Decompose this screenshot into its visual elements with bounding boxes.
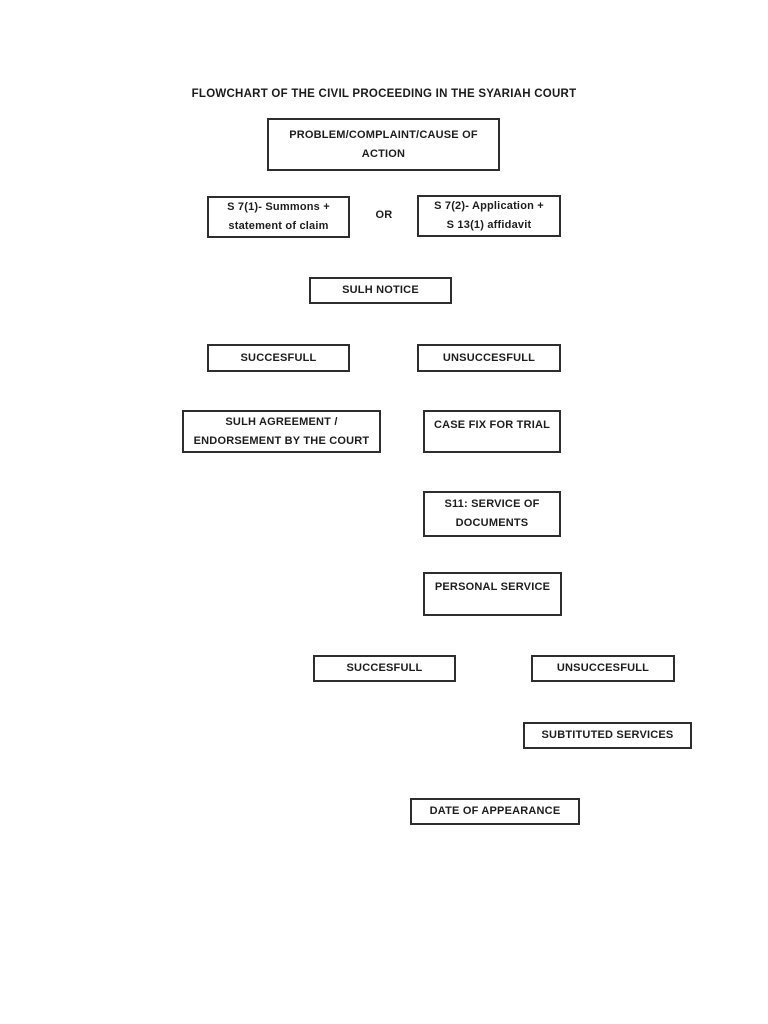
flow-box-sulh-agreement-endorsement-by-court: SULH AGREEMENT / ENDORSEMENT BY THE COUR…: [182, 410, 381, 453]
flow-box-problem-complaint-cause-of-action: PROBLEM/COMPLAINT/CAUSE OF ACTION: [267, 118, 500, 171]
flow-box-case-fix-for-trial: CASE FIX FOR TRIAL: [423, 410, 561, 453]
flow-box-s11-service-of-documents: S11: SERVICE OF DOCUMENTS: [423, 491, 561, 537]
flow-box-service-succesfull: SUCCESFULL: [313, 655, 456, 682]
flow-box-service-unsuccesfull: UNSUCCESFULL: [531, 655, 675, 682]
flow-box-sulh-succesfull: SUCCESFULL: [207, 344, 350, 372]
flowchart-title: FLOWCHART OF THE CIVIL PROCEEDING IN THE…: [191, 88, 577, 100]
flow-box-sulh-unsuccesfull: UNSUCCESFULL: [417, 344, 561, 372]
flow-box-s7-1-summons-statement-of-claim: S 7(1)- Summons + statement of claim: [207, 196, 350, 238]
or-connector-label: OR: [375, 209, 393, 221]
flow-box-subtituted-services: SUBTITUTED SERVICES: [523, 722, 692, 749]
flow-box-date-of-appearance: DATE OF APPEARANCE: [410, 798, 580, 825]
flow-box-s7-2-application-s13-1-affidavit: S 7(2)- Application + S 13(1) affidavit: [417, 195, 561, 237]
flow-box-sulh-notice: SULH NOTICE: [309, 277, 452, 304]
flow-box-personal-service: PERSONAL SERVICE: [423, 572, 562, 616]
